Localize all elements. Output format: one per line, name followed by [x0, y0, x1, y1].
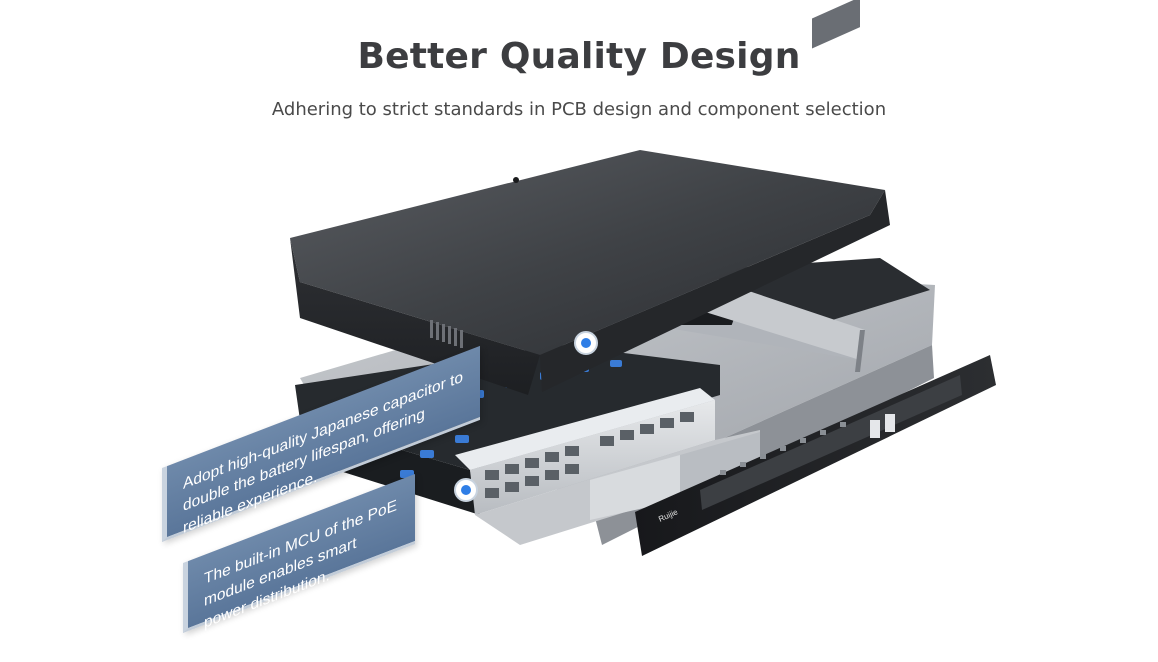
page-subtitle: Adhering to strict standards in PCB desi… [271, 99, 887, 120]
front-bezel: Ruijie [635, 355, 996, 556]
ethernet-port-block [455, 388, 715, 515]
page-title: Better Quality Design [357, 36, 801, 77]
hotspot-marker-top[interactable] [574, 331, 598, 355]
hotspot-marker-front[interactable] [454, 478, 478, 502]
